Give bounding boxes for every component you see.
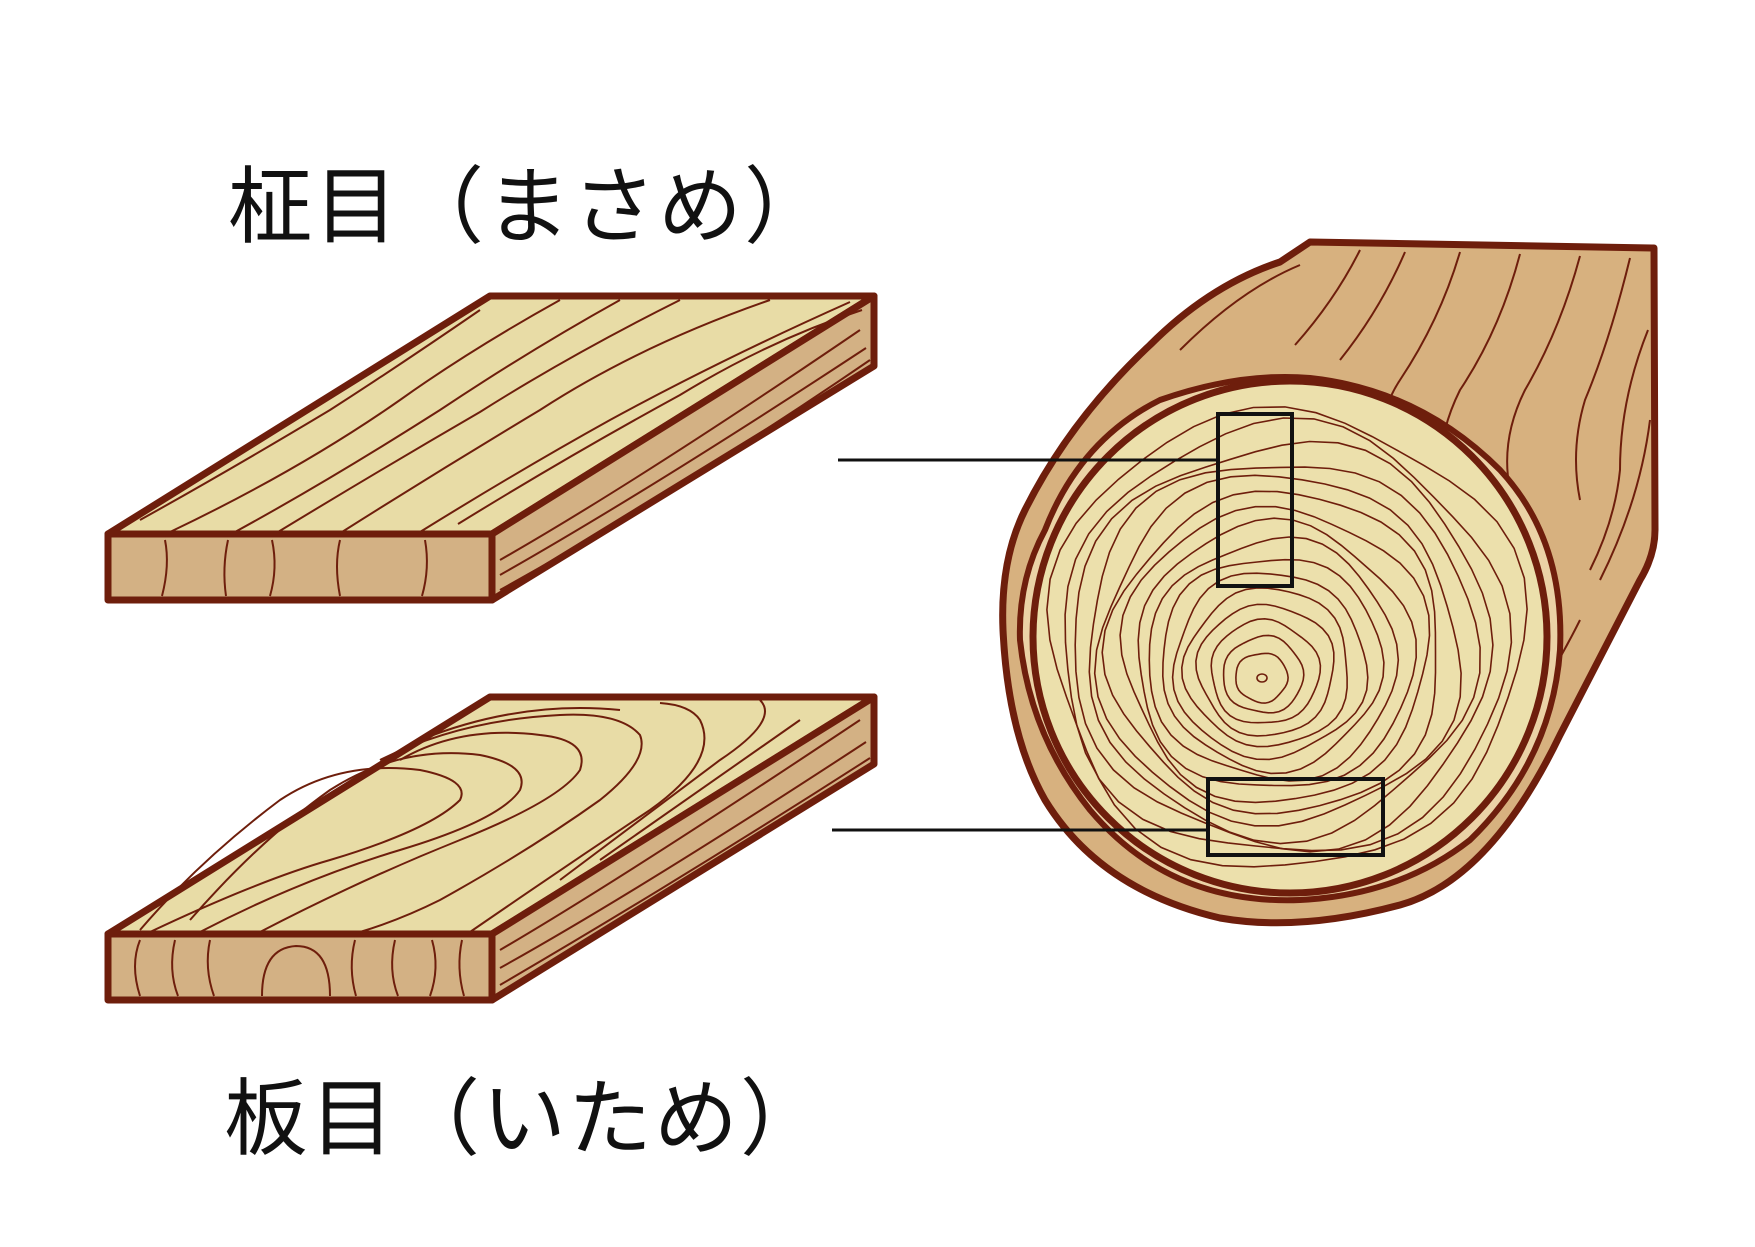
growth-rings — [1046, 406, 1528, 868]
growth-ring — [1074, 440, 1494, 853]
board-masame — [104, 292, 878, 604]
growth-ring — [1093, 474, 1462, 827]
board-masame-end-face — [104, 530, 496, 604]
growth-ring — [1046, 406, 1528, 868]
growth-ring — [1119, 505, 1431, 804]
log — [999, 238, 1659, 927]
board-itame — [104, 693, 878, 1004]
label-itame: 板目（いため） — [224, 1070, 827, 1168]
growth-ring — [1161, 558, 1385, 775]
growth-ring — [1148, 536, 1400, 782]
growth-ring — [1210, 617, 1322, 724]
growth-ring — [1064, 417, 1513, 852]
board-itame-end-face — [104, 930, 496, 1004]
board-masame-grain — [139, 299, 871, 597]
itame-cut-box — [1206, 777, 1385, 857]
board-itame-grain — [134, 699, 871, 997]
growth-ring — [1195, 603, 1335, 737]
growth-ring — [1222, 634, 1305, 714]
masame-cut-box — [1216, 412, 1294, 588]
label-masame: 柾目（まさめ） — [228, 158, 831, 256]
growth-ring — [1235, 652, 1289, 704]
growth-ring — [1088, 466, 1481, 845]
pith — [1256, 673, 1268, 683]
pointers — [832, 412, 1385, 857]
growth-ring — [1171, 572, 1369, 761]
growth-ring — [1180, 587, 1348, 748]
growth-ring — [1137, 517, 1418, 787]
growth-ring — [1101, 490, 1437, 815]
